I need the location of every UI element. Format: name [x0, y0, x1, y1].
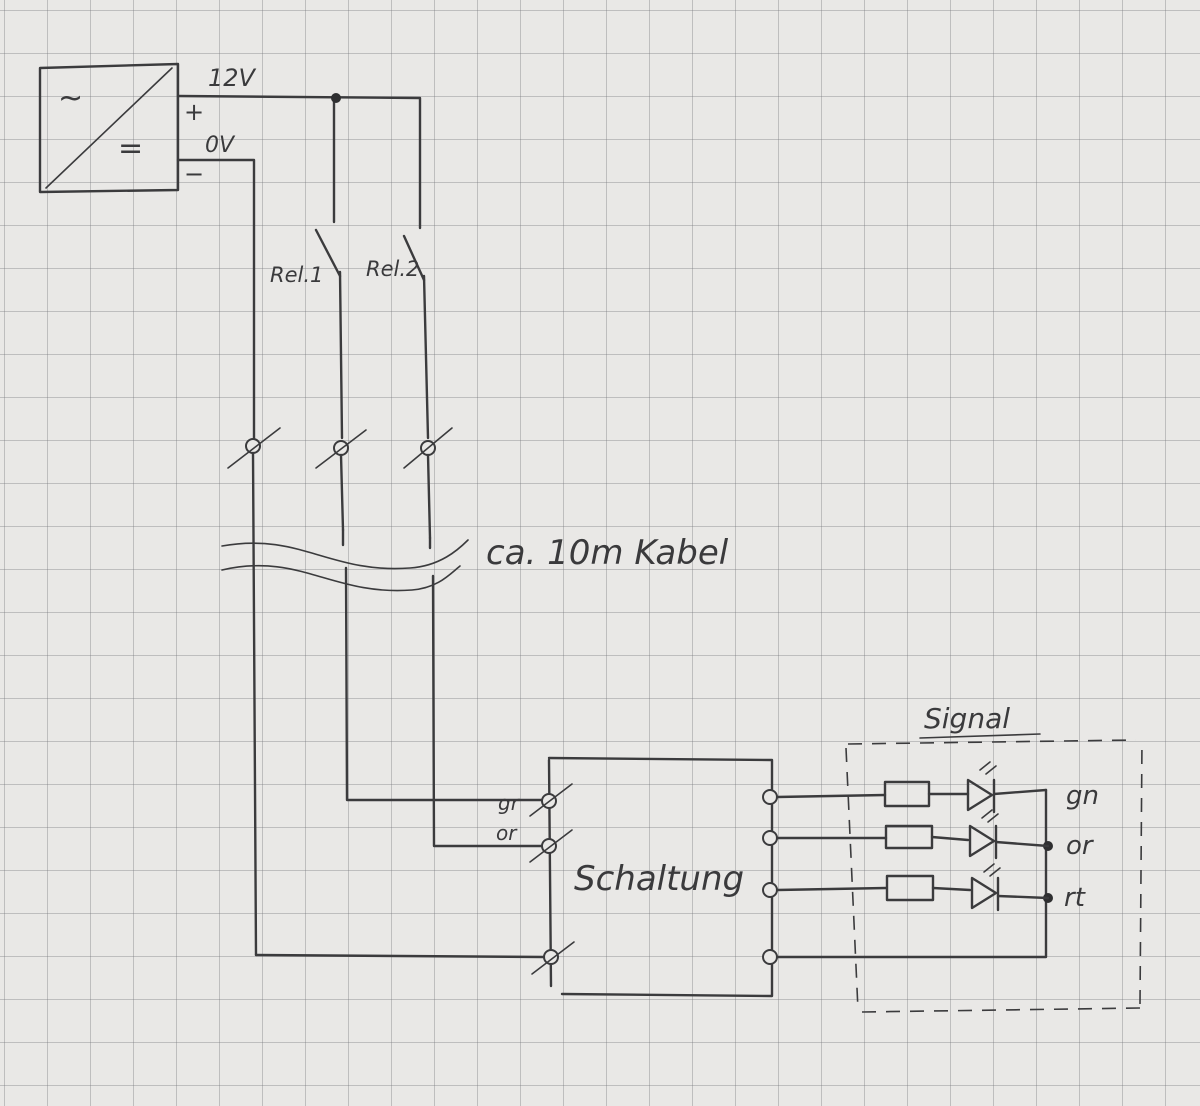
resistor-or [884, 824, 934, 850]
output-gn-terminal [762, 789, 778, 805]
label-12v: 12V [208, 64, 257, 92]
led-rt-label: rt [1064, 883, 1086, 913]
led-gn [966, 761, 1048, 814]
relay-1-label: Rel.1 [270, 263, 323, 287]
output-rt-terminal [762, 882, 778, 898]
label-0v: 0V [205, 133, 236, 158]
resistor-rt [885, 874, 935, 902]
dc-symbol: = [118, 131, 143, 166]
signal-enclosure [845, 739, 1143, 1013]
output-0v-terminal [762, 949, 778, 965]
circuit-box [254, 756, 774, 998]
junction-12v [331, 93, 341, 103]
power-supply: ~ = + − [38, 62, 204, 194]
input-or-label: or [496, 821, 518, 845]
input-0v-terminal [543, 949, 559, 965]
led-gn-label: gn [1066, 781, 1099, 811]
plus-sign: + [184, 98, 204, 126]
signal-title-underline [919, 733, 1041, 739]
rail-12v [176, 93, 422, 230]
resistors [883, 780, 972, 902]
rail-0v [176, 158, 256, 440]
minus-sign: − [184, 160, 204, 188]
cable-terminals [227, 427, 453, 469]
led-or [968, 809, 1050, 860]
circuit-label: Schaltung [574, 859, 744, 899]
output-or-terminal [762, 830, 778, 846]
signal-title: Signal [924, 702, 1010, 735]
ac-symbol: ~ [58, 81, 83, 116]
output-terminals [762, 789, 778, 965]
relay-2-label: Rel.2 [366, 257, 419, 281]
resistor-gn [883, 780, 931, 808]
input-gr-label: gr [498, 791, 521, 815]
led-rt [970, 863, 1050, 912]
cable-label: ca. 10m Kabel [486, 533, 729, 573]
relay-1 [314, 228, 344, 440]
led-or-label: or [1066, 831, 1095, 861]
relay-2 [402, 234, 430, 440]
signal-wiring [775, 788, 1053, 959]
cable [221, 451, 551, 957]
